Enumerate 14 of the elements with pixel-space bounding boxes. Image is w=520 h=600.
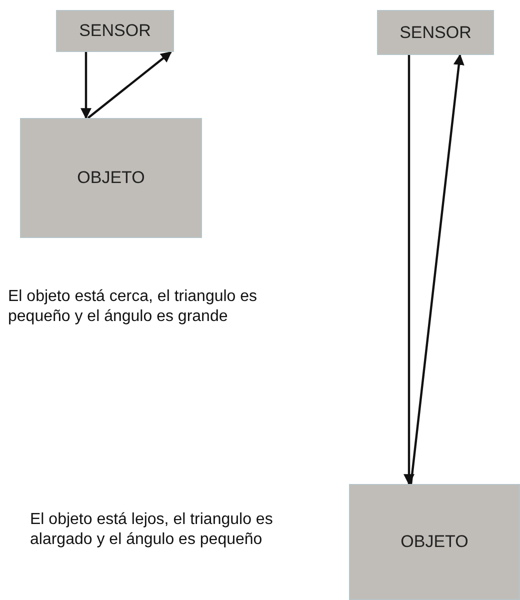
node-label: OBJETO <box>400 532 468 552</box>
arrow <box>410 54 464 484</box>
label-box <box>20 118 202 238</box>
label-box <box>56 10 174 52</box>
node-label: SENSOR <box>79 21 151 41</box>
label-box <box>377 10 494 55</box>
arrow <box>87 51 172 119</box>
note-text: El objeto está cerca, el triangulo es pequeño y el ángulo es grande <box>8 287 258 327</box>
arrow <box>80 52 92 120</box>
arrow <box>404 55 414 486</box>
node-label: SENSOR <box>400 22 472 42</box>
node-label: OBJETO <box>77 168 145 188</box>
label-box <box>349 484 520 600</box>
note-text: El objeto está lejos, el triangulo es alargado y el ángulo es pequeño <box>30 510 274 550</box>
